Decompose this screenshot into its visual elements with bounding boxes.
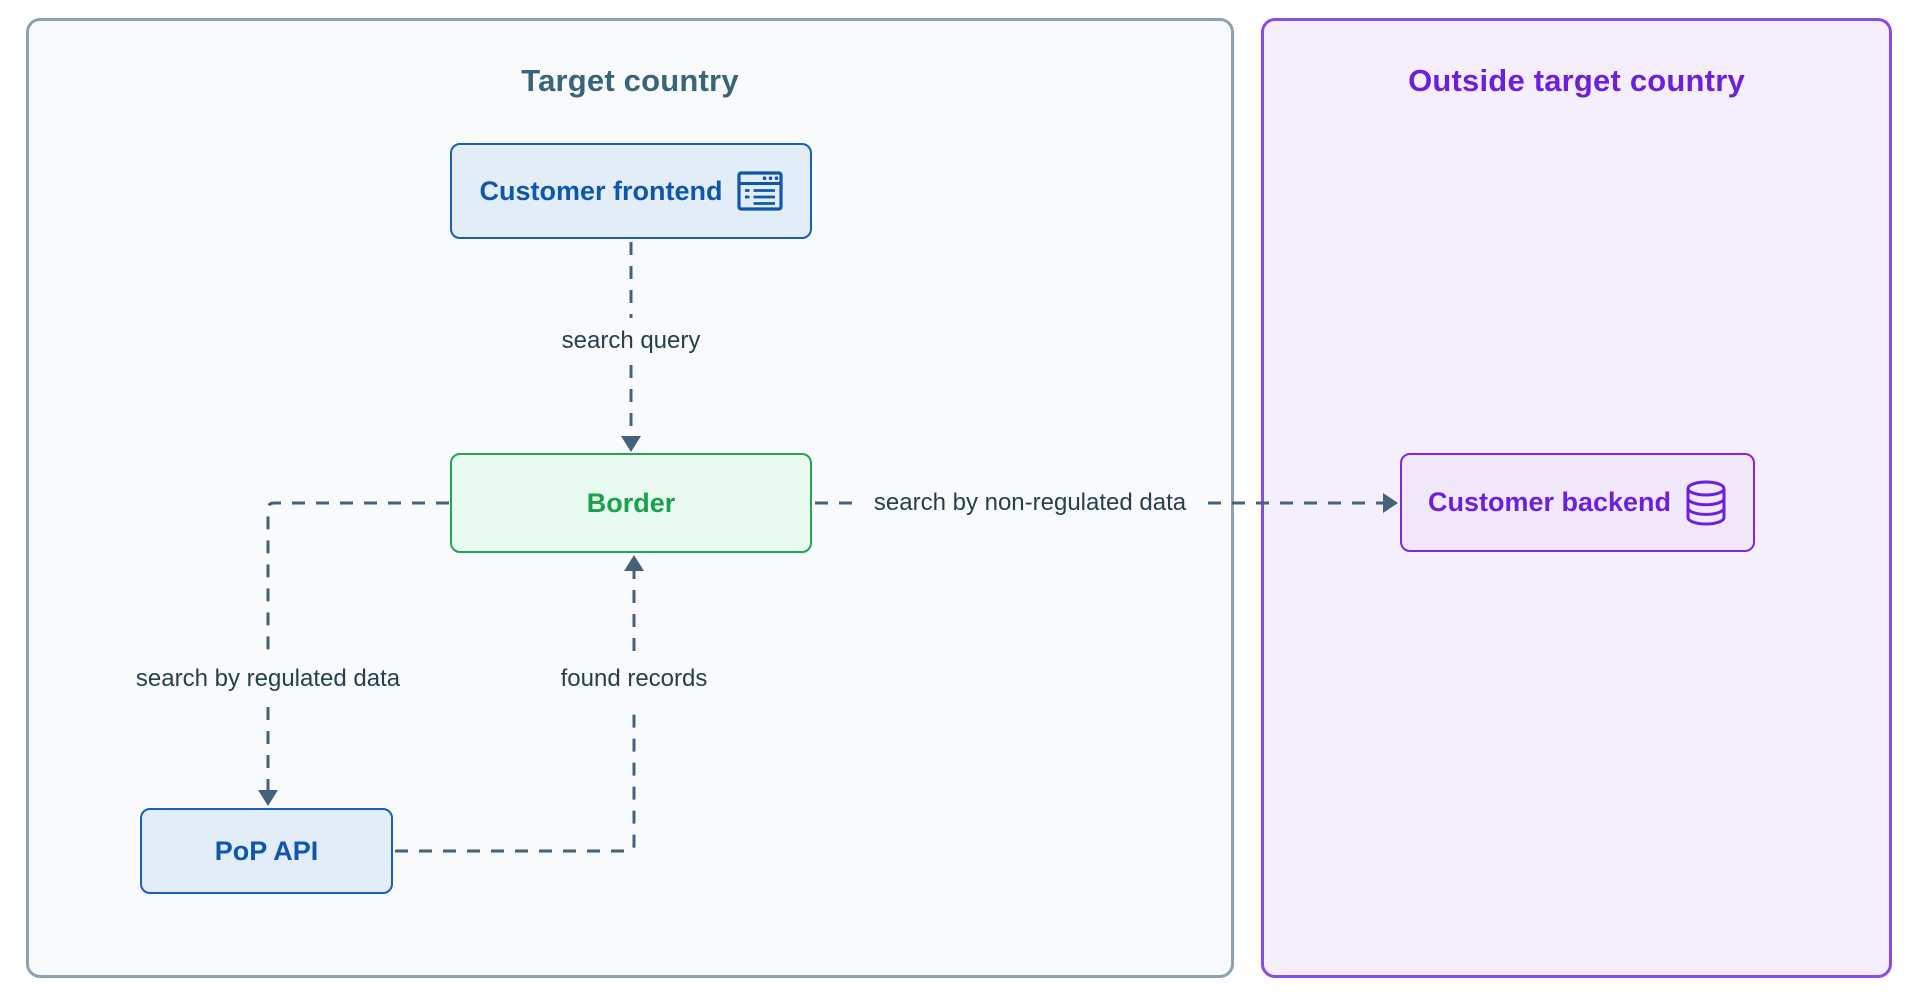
browser-window-icon bbox=[736, 171, 783, 211]
region-outside-target-country-title: Outside target country bbox=[1408, 63, 1745, 98]
database-icon bbox=[1685, 480, 1727, 526]
edge-label-search-query: search query bbox=[561, 327, 701, 354]
node-pop-api: PoP API bbox=[140, 808, 393, 894]
edge-label-search-by-regulated-data: search by regulated data bbox=[135, 665, 401, 692]
edge-label-search-by-non-regulated-data: search by non-regulated data bbox=[873, 489, 1187, 516]
node-customer-backend: Customer backend bbox=[1400, 453, 1755, 552]
node-pop-api-label: PoP API bbox=[214, 835, 319, 866]
edge-label-found-records: found records bbox=[560, 665, 708, 692]
node-customer-backend-label: Customer backend bbox=[1427, 487, 1672, 517]
node-customer-frontend: Customer frontend bbox=[450, 143, 812, 239]
node-border: Border bbox=[450, 453, 812, 553]
region-target-country-title: Target country bbox=[521, 63, 739, 98]
node-customer-frontend-label: Customer frontend bbox=[479, 175, 723, 206]
node-border-label: Border bbox=[586, 487, 676, 518]
